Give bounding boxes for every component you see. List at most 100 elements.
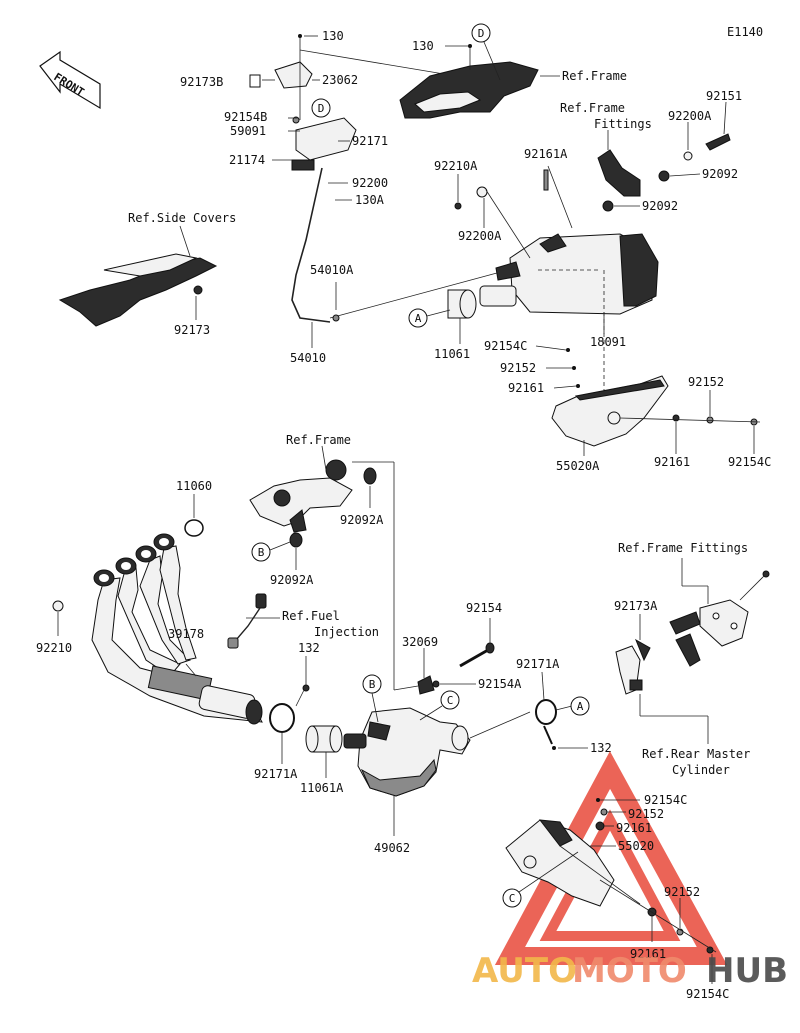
clamp-92171A-right	[535, 671, 588, 750]
frame-part-top	[399, 44, 560, 119]
label-92154B: 92154B	[224, 110, 267, 124]
label-ref-fuel-2: Injection	[314, 625, 379, 639]
pre-chamber-49062	[343, 707, 531, 836]
label-54010: 54010	[290, 351, 326, 365]
label-ref-fuel-1: Ref.Fuel	[282, 609, 340, 623]
label-55020: 55020	[618, 839, 654, 853]
label-92173B: 92173B	[180, 75, 223, 89]
callout-d-left: D	[311, 98, 331, 118]
label-130-mid: 130	[412, 39, 434, 53]
label-92154C-a: 92154C	[484, 339, 527, 353]
watermark-text: AUTO MOTO HUB	[472, 951, 788, 991]
header-pipes-39178	[91, 533, 263, 725]
label-11061: 11061	[434, 347, 470, 361]
label-ref-frame-fittings-1: Ref.Frame	[560, 101, 625, 115]
bracket-assembly-23062	[249, 34, 509, 323]
label-92152-b: 92152	[688, 375, 724, 389]
callout-c-lower: C	[440, 690, 460, 710]
label-92152-c: 92152	[628, 807, 664, 821]
svg-text:HUB: HUB	[706, 951, 788, 991]
svg-text:B: B	[369, 678, 376, 691]
label-92092A-a: 92092A	[340, 513, 384, 527]
callout-b-lower: B	[362, 674, 382, 694]
bolt-92154	[432, 618, 495, 688]
diagram-code: E1140	[727, 25, 763, 39]
label-132-b: 132	[590, 741, 612, 755]
label-39178: 39178	[168, 627, 204, 641]
label-92154C-d: 92154C	[686, 987, 729, 1001]
label-11061A: 11061A	[300, 781, 344, 795]
svg-text:C: C	[509, 892, 516, 905]
side-cover-part	[58, 225, 218, 327]
bracket-32069	[393, 648, 435, 695]
svg-text:A: A	[577, 700, 584, 713]
callout-a-lower: A	[570, 696, 590, 716]
label-92151: 92151	[706, 89, 742, 103]
svg-text:A: A	[415, 312, 422, 325]
rear-master-cylinder-assembly	[615, 558, 770, 744]
label-ref-frame-fittings-r: Ref.Frame Fittings	[618, 541, 748, 555]
label-92154A: 92154A	[478, 677, 522, 691]
label-11060: 11060	[176, 479, 212, 493]
label-54010A: 54010A	[310, 263, 354, 277]
label-92152-d: 92152	[664, 885, 700, 899]
clamp-11061A	[305, 725, 343, 778]
label-132-a: 132	[298, 641, 320, 655]
label-92154: 92154	[466, 601, 502, 615]
heat-shield-55020	[505, 798, 717, 984]
label-ref-frame-top: Ref.Frame	[562, 69, 627, 83]
label-92161-b: 92161	[654, 455, 690, 469]
label-92092-b: 92092	[642, 199, 678, 213]
frame-fittings-top	[597, 101, 731, 212]
svg-text:AUTO: AUTO	[472, 951, 577, 991]
label-92171: 92171	[352, 134, 388, 148]
label-92154C-b: 92154C	[728, 455, 771, 469]
label-130A: 130A	[355, 193, 385, 207]
fuel-injection-sensor	[227, 593, 280, 649]
svg-text:D: D	[478, 27, 485, 40]
label-92210: 92210	[36, 641, 72, 655]
nut-92210	[52, 600, 64, 636]
label-92152-a: 92152	[500, 361, 536, 375]
label-92173: 92173	[174, 323, 210, 337]
gasket-11060	[184, 494, 204, 537]
label-92092A-b: 92092A	[270, 573, 314, 587]
label-23062: 23062	[322, 73, 358, 87]
heat-shield-55020A	[535, 345, 761, 456]
label-92210A: 92210A	[434, 159, 478, 173]
label-92161-a: 92161	[508, 381, 544, 395]
svg-text:B: B	[258, 546, 265, 559]
callout-d-right: D	[471, 23, 491, 43]
label-ref-side-covers: Ref.Side Covers	[128, 211, 236, 225]
front-arrow-icon: FRONT	[39, 50, 101, 110]
label-ref-frame-fittings-2: Fittings	[594, 117, 652, 131]
label-ref-rear-master-2: Cylinder	[672, 763, 730, 777]
clamp-92171A-left	[269, 656, 310, 764]
label-55020A: 55020A	[556, 459, 600, 473]
callout-b-mid: B	[251, 542, 271, 562]
label-92171A-b: 92171A	[516, 657, 560, 671]
label-92200: 92200	[352, 176, 388, 190]
frame-part-mid	[249, 445, 395, 690]
label-18091: 18091	[590, 335, 626, 349]
label-32069: 32069	[402, 635, 438, 649]
label-92200A-mid: 92200A	[458, 229, 502, 243]
label-59091: 59091	[230, 124, 266, 138]
label-ref-rear-master-1: Ref.Rear Master	[642, 747, 750, 761]
label-92092-a: 92092	[702, 167, 738, 181]
svg-text:C: C	[447, 694, 454, 707]
label-92173A: 92173A	[614, 599, 658, 613]
label-92161A: 92161A	[524, 147, 568, 161]
label-49062: 49062	[374, 841, 410, 855]
callout-c-bottom: C	[502, 888, 522, 908]
svg-text:MOTO: MOTO	[572, 951, 687, 991]
svg-text:D: D	[318, 102, 325, 115]
label-92161-c: 92161	[616, 821, 652, 835]
muffler-18091	[454, 165, 659, 420]
label-21174: 21174	[229, 153, 265, 167]
clamp-11061	[447, 289, 477, 344]
label-92161-d: 92161	[630, 947, 666, 961]
label-ref-frame-mid: Ref.Frame	[286, 433, 351, 447]
label-92154C-c: 92154C	[644, 793, 687, 807]
